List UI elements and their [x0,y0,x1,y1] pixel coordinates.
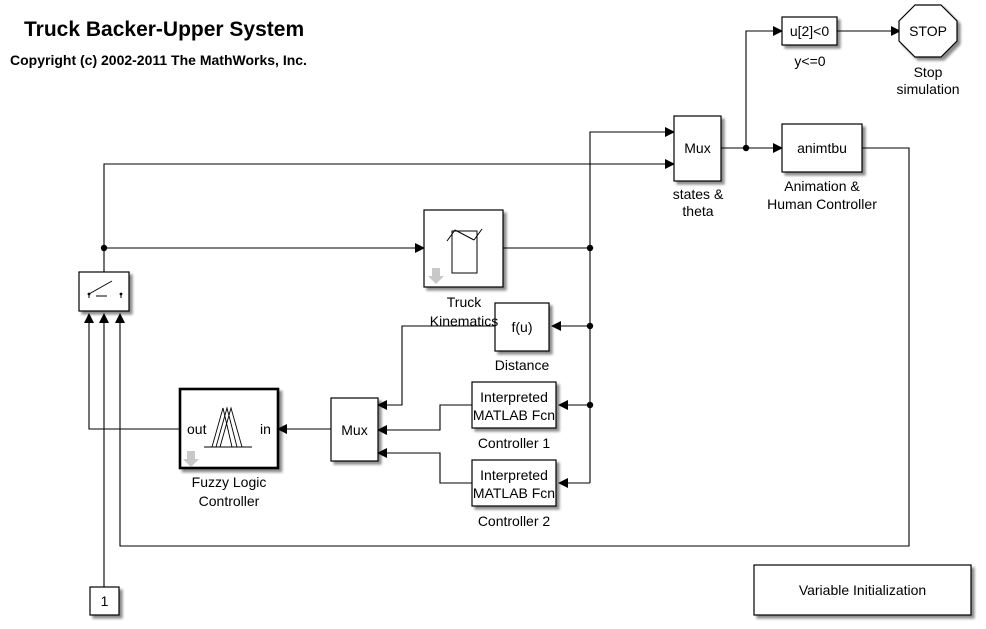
signal-switch-to-mux-states[interactable] [103,159,675,272]
distance-block[interactable]: f(u) [494,302,550,352]
integrator-icon [451,230,478,274]
truck-kinematics-block[interactable] [423,209,504,288]
controller1-text-line2: MATLAB Fcn [473,407,555,423]
fuzzy-arrow-icon [183,451,199,467]
variable-initialization-text: Variable Initialization [799,582,926,598]
mux-fuzzy-block[interactable]: Mux [330,397,379,462]
stop-sign-icon [898,4,958,58]
truck-label-line2: Kinematics [429,313,499,329]
switch-block[interactable] [78,271,130,312]
compare-block[interactable]: u[2]<0 [781,16,838,46]
copyright-notice: Copyright (c) 2002-2011 The MathWorks, I… [10,52,307,68]
controller2-text-line2: MATLAB Fcn [473,485,555,501]
signal-fuzzy-to-switch[interactable] [84,313,180,430]
signal-lines [84,26,910,587]
distance-text: f(u) [512,319,533,335]
mux-states-block[interactable]: Mux [673,115,722,182]
fuzzy-port-out: out [187,421,207,437]
diagram-title: Truck Backer-Upper System [24,18,305,41]
mux-states-text: Mux [684,140,710,156]
truck-label-line1: Truck [446,294,482,310]
mux-fuzzy-text: Mux [341,422,367,438]
membership-functions-icon [204,406,252,448]
animtbu-text: animtbu [797,140,847,156]
mux-states-label-line2: theta [682,203,714,219]
constant-block[interactable]: 1 [89,586,120,616]
fuzzy-port-in: in [260,421,271,437]
signal-controller2-to-mux[interactable] [377,448,472,484]
animtbu-label-line1: Animation & [784,178,860,194]
animtbu-label-line2: Human Controller [767,196,877,212]
controller1-label: Controller 1 [477,435,551,451]
controller2-text-line1: Interpreted [480,467,548,483]
signal-truck-to-mux-states[interactable] [589,127,675,483]
constant-text: 1 [101,593,109,609]
compare-block-text: u[2]<0 [790,23,830,39]
junction-dots [100,144,750,409]
fuzzy-label-line1: Fuzzy Logic [191,474,267,490]
fuzzy-label-line2: Controller [198,493,260,509]
stop-label-line1: Stop [913,64,943,80]
signal-controller1-to-mux[interactable] [377,404,472,435]
variable-initialization-block[interactable]: Variable Initialization [753,564,972,616]
signal-mux-to-compare[interactable] [745,26,783,148]
controller2-label: Controller 2 [477,513,551,529]
fuzzy-controller-block[interactable]: out in [178,387,280,470]
controller2-block[interactable]: Interpreted MATLAB Fcn [471,459,557,507]
stop-block[interactable]: STOP [898,4,958,58]
distance-label: Distance [494,357,550,373]
controller1-block[interactable]: Interpreted MATLAB Fcn [471,381,557,429]
compare-label: y<=0 [794,53,826,69]
controller1-text-line1: Interpreted [480,389,548,405]
subsystem-arrow-icon [428,268,444,284]
stop-label-line2: simulation [896,81,960,97]
animtbu-block[interactable]: animtbu [781,123,863,173]
signal-animtbu-to-switch[interactable] [115,147,910,547]
signal-distance-to-mux[interactable] [377,325,495,410]
mux-states-label-line1: states & [672,186,724,202]
stop-block-text: STOP [909,23,947,39]
